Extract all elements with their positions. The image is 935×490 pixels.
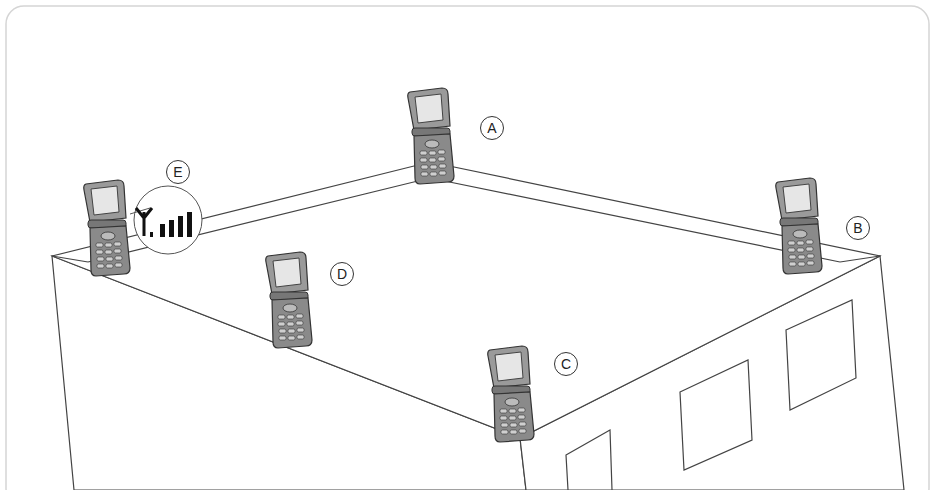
callout-letter: A (480, 116, 504, 140)
callout-letter: D (330, 262, 354, 286)
callout-letter: C (554, 352, 578, 376)
callout-letter: B (846, 216, 870, 240)
signal-icon (130, 186, 202, 254)
callout-letter: E (166, 160, 190, 184)
